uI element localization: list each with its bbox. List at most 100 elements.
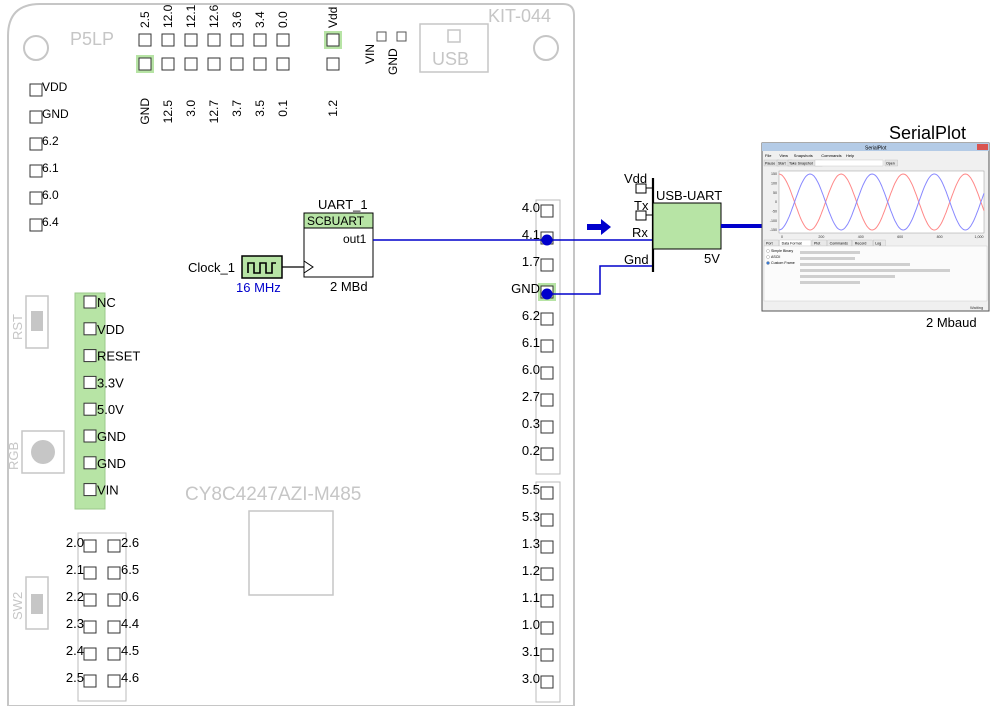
serialplot-menu-item[interactable]: File [765, 153, 772, 158]
bottom-left-pin-label: 2.5 [66, 670, 84, 685]
usb-connector: USB [419, 23, 489, 73]
right-pin[interactable] [540, 594, 554, 608]
right-pin[interactable] [540, 339, 554, 353]
top-pin[interactable] [207, 33, 221, 47]
bottom-right-pin[interactable] [107, 566, 121, 580]
right-pin[interactable] [540, 513, 554, 527]
usb-uart-component[interactable]: Vdd Tx Rx Gnd USB-UART 5V [624, 171, 722, 272]
top-pin[interactable] [276, 33, 290, 47]
bottom-right-pin[interactable] [107, 593, 121, 607]
bottom-pin[interactable] [207, 57, 221, 71]
right-pin[interactable] [540, 567, 554, 581]
right-pin[interactable] [540, 447, 554, 461]
serialplot-format-radio[interactable] [766, 261, 770, 265]
serialplot-menu-item[interactable]: Help [846, 153, 855, 158]
bottom-pin-label: 3.5 [253, 100, 267, 117]
serialplot-tab-label: Data Format [782, 242, 802, 246]
board-outline [7, 3, 575, 706]
bottom-pin[interactable] [138, 57, 152, 71]
bottom-left-pin[interactable] [83, 566, 97, 580]
power-pin[interactable] [83, 429, 97, 443]
bottom-pin[interactable] [184, 57, 198, 71]
serialplot-titlebar [762, 143, 989, 151]
top-pin[interactable] [230, 33, 244, 47]
right-pin[interactable] [540, 648, 554, 662]
serialplot-settings-rows [800, 251, 950, 284]
bottom-pin[interactable] [253, 57, 267, 71]
bottom-right-pin[interactable] [107, 674, 121, 688]
serialplot-x-tick: 1,000 [975, 235, 984, 239]
uart-port: out1 [343, 232, 367, 246]
bottom-pin[interactable] [230, 57, 244, 71]
power-pin[interactable] [83, 295, 97, 309]
bottom-right-pin[interactable] [107, 620, 121, 634]
right-pin[interactable] [540, 366, 554, 380]
serialplot-y-tick: 0 [775, 200, 777, 204]
uart-component-name: SCBUART [307, 214, 365, 228]
bottom-pin[interactable] [276, 57, 290, 71]
top-pin-label: 2.5 [138, 11, 152, 28]
right-pin[interactable] [540, 393, 554, 407]
bottom-left-pin[interactable] [83, 539, 97, 553]
power-pin[interactable] [83, 483, 97, 497]
right-pin-label: 1.2 [522, 563, 540, 578]
left-pin[interactable] [29, 218, 43, 232]
left-pin[interactable] [29, 83, 43, 97]
bottom-right-pin[interactable] [107, 539, 121, 553]
power-pin[interactable] [83, 349, 97, 363]
right-pin[interactable] [540, 204, 554, 218]
serialplot-menu-item[interactable]: View [779, 153, 788, 158]
top-pin[interactable] [184, 33, 198, 47]
direction-arrow-icon [587, 219, 611, 235]
bottom-left-pin-label: 2.2 [66, 589, 84, 604]
clock-frequency: 16 MHz [236, 280, 281, 295]
left-pin[interactable] [29, 191, 43, 205]
right-pin[interactable] [540, 486, 554, 500]
bottom-right-pin[interactable] [107, 647, 121, 661]
serialplot-toolbar-button[interactable] [884, 159, 898, 167]
serialplot-format-radio[interactable] [766, 255, 770, 259]
bottom-left-pin[interactable] [83, 620, 97, 634]
top-pin[interactable] [326, 33, 340, 47]
right-pin[interactable] [540, 675, 554, 689]
right-pin[interactable] [540, 621, 554, 635]
bottom-pin[interactable] [326, 57, 340, 71]
bottom-left-pin[interactable] [83, 674, 97, 688]
power-pin[interactable] [83, 402, 97, 416]
left-pin[interactable] [29, 137, 43, 151]
clock-input-triangle [303, 260, 314, 274]
right-pin[interactable] [540, 312, 554, 326]
right-pin[interactable] [540, 540, 554, 554]
bottom-left-pin[interactable] [83, 647, 97, 661]
serialplot-port-select[interactable] [814, 159, 884, 167]
power-pin[interactable] [83, 375, 97, 389]
serialplot-menu-item[interactable]: Snapshots [794, 153, 813, 158]
power-pin[interactable] [83, 456, 97, 470]
rgb-label: RGB [6, 442, 21, 470]
uart-header [303, 212, 374, 229]
serialplot-menu-item[interactable]: Commands [821, 153, 841, 158]
right-pin[interactable] [540, 420, 554, 434]
top-pin[interactable] [253, 33, 267, 47]
right-header-frame [535, 481, 561, 703]
bottom-pin-label: 3.0 [184, 100, 198, 117]
left-pin[interactable] [29, 164, 43, 178]
clock-component[interactable]: Clock_1 16 MHz [188, 255, 283, 295]
serialplot-format-radio[interactable] [766, 249, 770, 253]
serialplot-close-icon[interactable] [977, 144, 988, 150]
top-pin[interactable] [161, 33, 175, 47]
bottom-left-pin[interactable] [83, 593, 97, 607]
left-pin[interactable] [29, 110, 43, 124]
uart-component[interactable]: UART_1 SCBUART out1 2 MBd [303, 197, 374, 294]
bottom-pin[interactable] [161, 57, 175, 71]
right-pin[interactable] [540, 258, 554, 272]
top-pin-label: 0.0 [276, 11, 290, 28]
power-pin[interactable] [83, 322, 97, 336]
rgb-led: RGB [6, 430, 65, 474]
right-pin-label: 6.1 [522, 335, 540, 350]
top-pin[interactable] [138, 33, 152, 47]
